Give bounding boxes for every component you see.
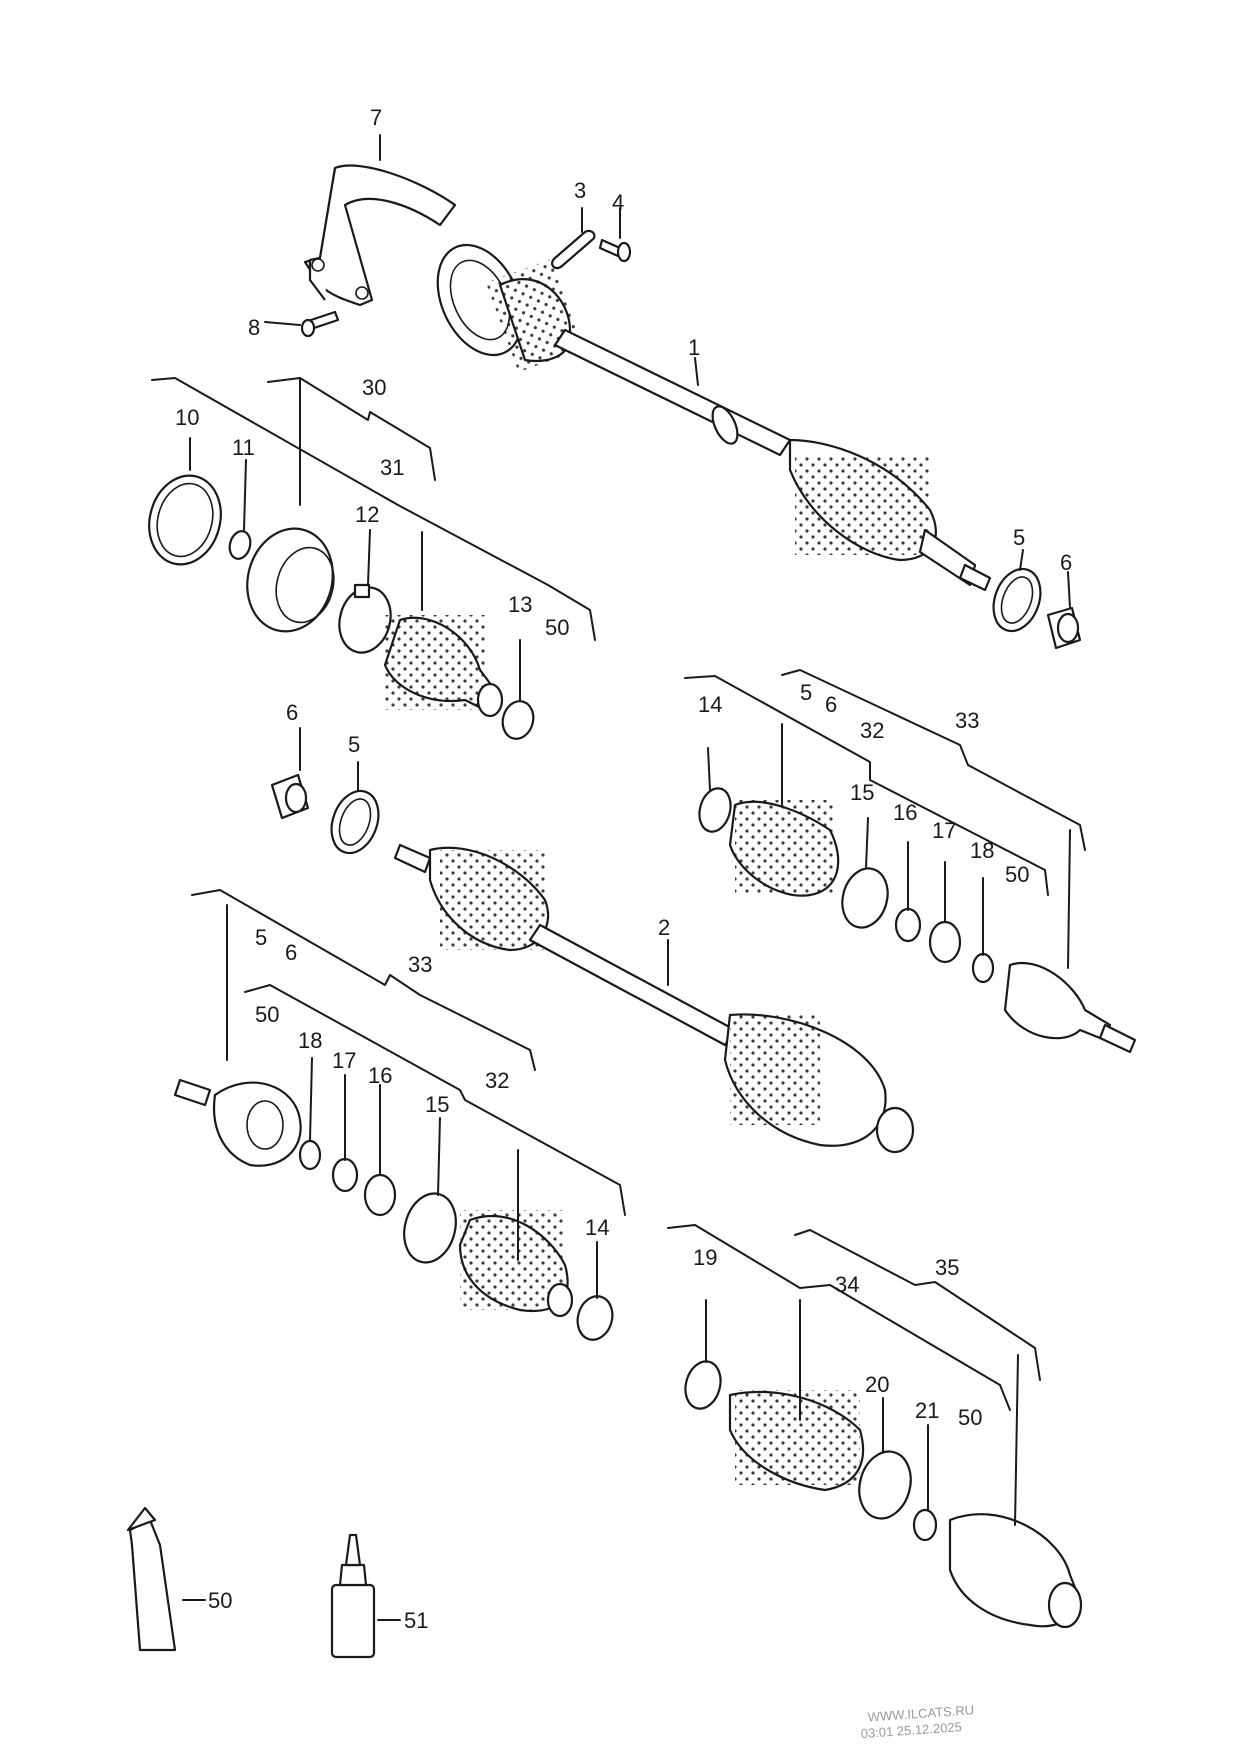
boot-upper-left [383, 615, 504, 718]
drive-shaft-2 [393, 843, 915, 1154]
callout-labels: 7 3 4 8 1 30 10 11 31 12 5 6 13 50 5 6 3… [175, 105, 1072, 1633]
callout-50-d: 50 [958, 1405, 982, 1430]
clamp-14-right [698, 787, 732, 833]
callout-2: 2 [658, 915, 670, 940]
callout-18-right: 18 [970, 838, 994, 863]
callout-50-e: 50 [208, 1588, 232, 1613]
callout-5-right: 5 [800, 680, 812, 705]
callout-1: 1 [688, 335, 700, 360]
circlip-18-lower [298, 1139, 322, 1171]
cap-16-lower [363, 1173, 397, 1217]
callout-6-right: 6 [825, 692, 837, 717]
watermark: WWW.ILCATS.RU 03:01 25.12.2025 [860, 1702, 974, 1741]
cap-17-right [928, 920, 962, 964]
callout-11: 11 [232, 435, 255, 460]
callout-20: 20 [865, 1372, 889, 1397]
callout-6-mid: 6 [286, 700, 298, 725]
callout-18-lower: 18 [298, 1028, 322, 1053]
callout-5-lower: 5 [255, 925, 267, 950]
clamp-20 [858, 1450, 912, 1520]
callout-31: 31 [380, 455, 404, 480]
callout-4: 4 [612, 190, 624, 215]
ring-5-mid [330, 789, 380, 855]
circlip-18-right [971, 952, 995, 984]
callout-16-lower: 16 [368, 1063, 392, 1088]
ring-10 [148, 474, 222, 566]
callout-19: 19 [693, 1245, 717, 1270]
circlip-21 [912, 1508, 938, 1542]
callout-15-lower: 15 [425, 1092, 449, 1117]
callout-32-right: 32 [860, 718, 884, 743]
drive-shaft-1 [436, 243, 992, 592]
nut-6-mid [270, 773, 310, 820]
plate-3 [551, 229, 596, 270]
callout-13: 13 [508, 592, 532, 617]
grease-tube-50 [126, 1506, 177, 1652]
callout-10: 10 [175, 405, 199, 430]
callout-30: 30 [362, 375, 386, 400]
cv-joint-lower-left [173, 1078, 302, 1167]
callout-50-b: 50 [1005, 862, 1029, 887]
callout-50-a: 50 [545, 615, 569, 640]
callout-5-top: 5 [1013, 525, 1025, 550]
callout-8: 8 [248, 315, 260, 340]
bolt-8 [300, 310, 340, 338]
boot-right [728, 800, 840, 897]
callout-15-right: 15 [850, 780, 874, 805]
callout-17-lower: 17 [332, 1048, 356, 1073]
callout-50-c: 50 [255, 1002, 279, 1027]
clamp-15-lower [403, 1192, 457, 1264]
clamp-19 [684, 1360, 722, 1410]
cv-joint-right [1003, 962, 1137, 1054]
clamp-12 [338, 583, 392, 654]
callout-12: 12 [355, 502, 379, 527]
callout-14-lower: 14 [585, 1215, 609, 1240]
callout-34: 34 [835, 1272, 859, 1297]
boot-lower-right [728, 1390, 865, 1492]
callout-6-top: 6 [1060, 550, 1072, 575]
clamp-13 [501, 700, 535, 740]
joint-flange [246, 527, 335, 633]
cv-joint-lower-right [948, 1513, 1083, 1629]
callout-51: 51 [404, 1608, 428, 1633]
callout-32-lower: 32 [485, 1068, 509, 1093]
callout-6-lower: 6 [285, 940, 297, 965]
ring-17-lower [331, 1157, 359, 1193]
callout-35: 35 [935, 1255, 959, 1280]
callout-33-lower: 33 [408, 952, 432, 977]
clamp-14-lower [576, 1295, 614, 1341]
callout-17-right: 17 [932, 818, 956, 843]
ring-5-top [992, 567, 1042, 633]
callout-7: 7 [370, 105, 382, 130]
nut-6-top [1046, 606, 1082, 650]
callout-5-mid: 5 [348, 732, 360, 757]
clamp-15-right [841, 867, 889, 929]
callout-33-right: 33 [955, 708, 979, 733]
watermark-timestamp: 03:01 25.12.2025 [860, 1719, 962, 1741]
bolt-4 [598, 238, 632, 263]
ring-16-right [894, 907, 922, 943]
callout-21: 21 [915, 1398, 939, 1423]
heat-shield-7 [303, 164, 457, 307]
leader-lines [151, 134, 1086, 1621]
callout-3: 3 [574, 178, 586, 203]
callout-16-right: 16 [893, 800, 917, 825]
watermark-site: WWW.ILCATS.RU [867, 1702, 974, 1724]
boot-lower-left [458, 1210, 574, 1318]
circlip-11 [228, 530, 252, 560]
callout-14-right: 14 [698, 692, 722, 717]
sealant-bottle-51 [330, 1533, 376, 1659]
